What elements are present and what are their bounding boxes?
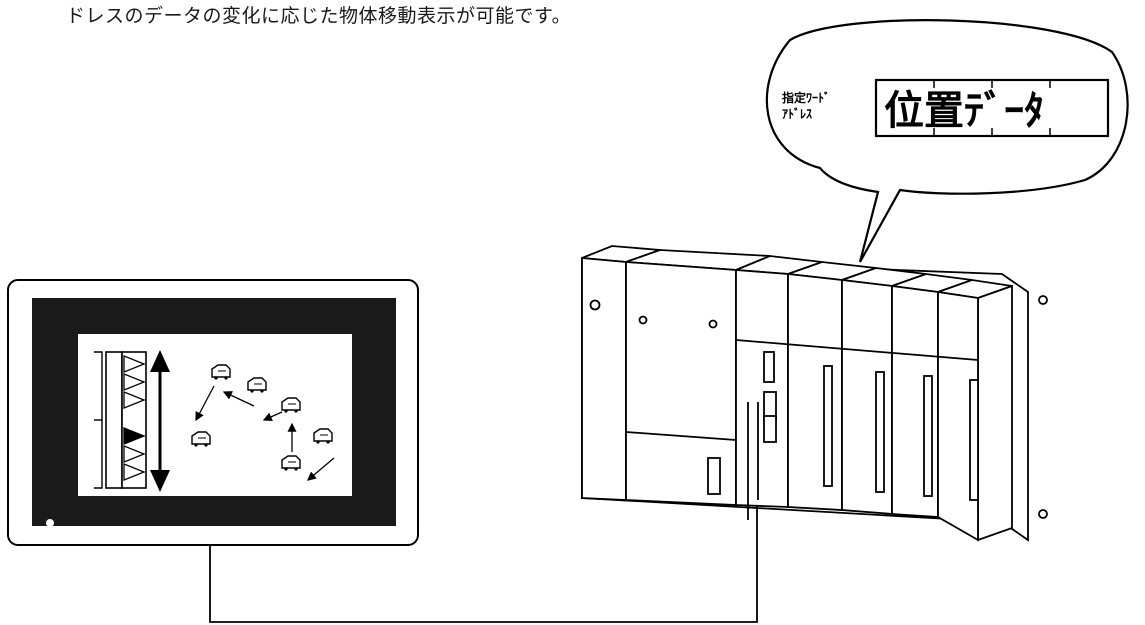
touch-panel xyxy=(7,279,419,546)
mover-icon xyxy=(313,428,333,445)
address-label-line1: 指定ﾜｰﾄﾞ xyxy=(782,90,830,105)
power-led-icon xyxy=(46,519,54,527)
mover-icon xyxy=(281,397,301,414)
level-meter xyxy=(94,351,147,489)
moving-objects xyxy=(191,364,335,481)
data-register-box: 位置ﾃﾞｰﾀ xyxy=(874,78,1110,138)
mount-hole-icon xyxy=(589,299,601,311)
double-arrow-icon xyxy=(150,350,170,492)
mount-hole-icon xyxy=(1038,295,1048,305)
mover-icon xyxy=(191,431,211,448)
mover-icon xyxy=(281,455,301,472)
address-label: 指定ﾜｰﾄﾞ ｱﾄﾞﾚｽ xyxy=(782,90,830,121)
mover-icon xyxy=(211,364,231,381)
mover-icon xyxy=(247,377,267,394)
speech-bubble xyxy=(765,19,1129,263)
plc-rack xyxy=(581,245,1048,542)
connection-cable xyxy=(209,505,758,623)
caption-text: ドレスのデータの変化に応じた物体移動表示が可能です。 xyxy=(66,5,572,27)
address-label-line2: ｱﾄﾞﾚｽ xyxy=(782,106,812,121)
mount-hole-icon xyxy=(1038,509,1048,519)
position-data-label: 位置ﾃﾞｰﾀ xyxy=(884,88,1044,134)
